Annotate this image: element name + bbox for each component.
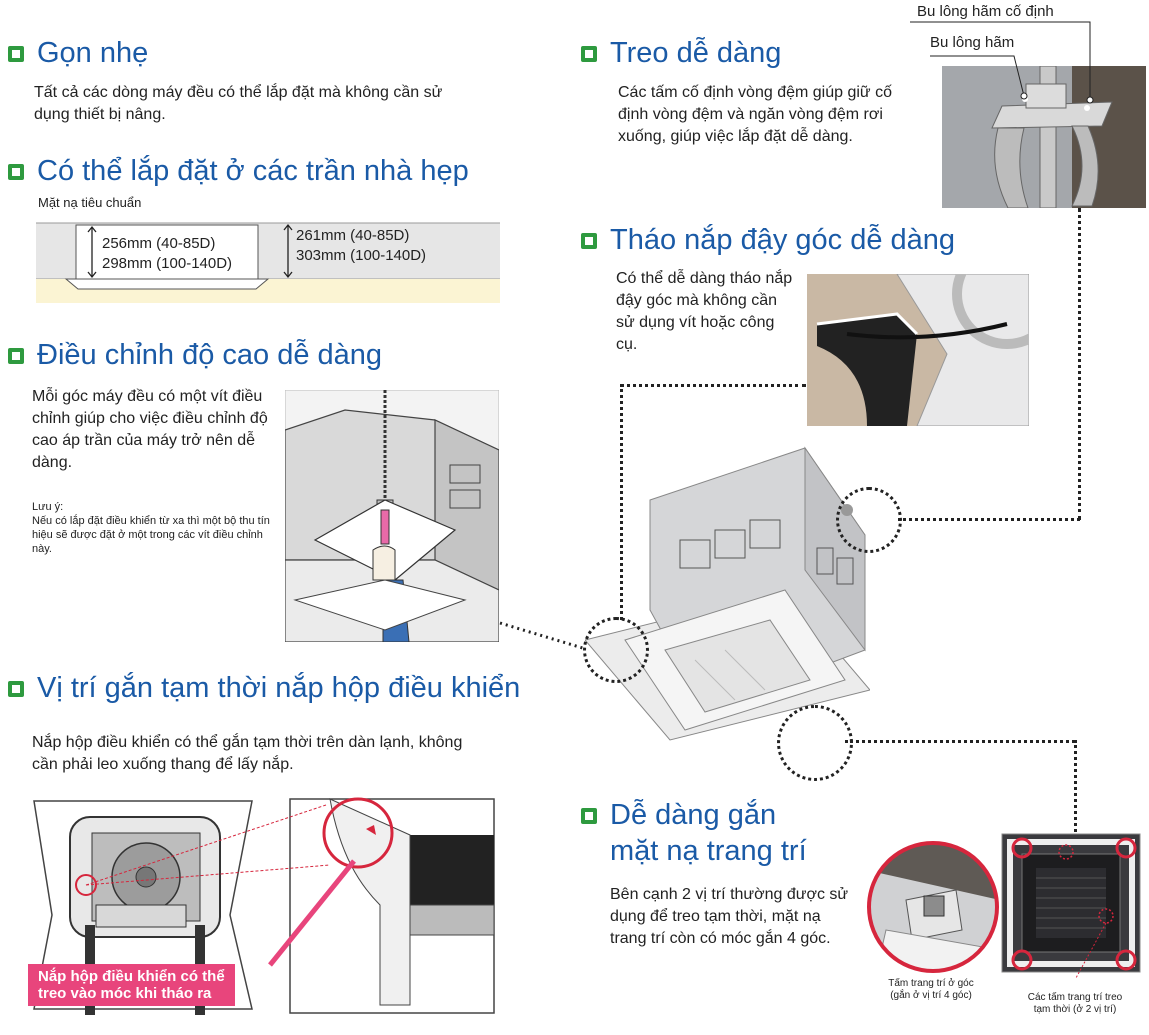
label-leader-lines — [910, 21, 1094, 104]
bullet-icon — [581, 232, 597, 249]
corner-cover-photo — [807, 274, 1029, 426]
heading-text: Vị trí gắn tạm thời nắp hộp điều khiển — [37, 672, 521, 704]
bullet-icon — [8, 347, 24, 364]
leader-corner-h — [620, 384, 806, 387]
height-adjust-illustration — [285, 390, 499, 642]
callout-control-box: Nắp hộp điều khiển có thể treo vào móc k… — [28, 964, 235, 1006]
heading-vi-tri-gan: Vị trí gắn tạm thời nắp hộp điều khiển — [8, 672, 521, 705]
heading-mat-na-line2: mặt nạ trang trí — [610, 835, 807, 867]
leader-panel-h — [845, 740, 1075, 743]
text-dieu-chinh: Mỗi góc máy đều có một vít điều chỉnh gi… — [32, 388, 268, 471]
note-title: Lưu ý: — [32, 501, 64, 513]
caption-temp: Các tấm trang trí treo tạm thời (ở 2 vị … — [1010, 992, 1140, 1016]
bullet-icon — [581, 45, 597, 62]
focus-circle-panel — [777, 705, 853, 781]
corner-closeup-photo — [867, 841, 999, 973]
caption-corner: Tấm trang trí ở góc (gắn ở vị trí 4 góc) — [866, 978, 996, 1002]
corner-caption-leader — [930, 960, 1030, 980]
leader-bolt-h — [898, 518, 1080, 521]
ceiling-diagram — [36, 222, 500, 303]
label-bu-long-ham-co-dinh: Bu lông hãm cố định — [917, 3, 1054, 20]
bullet-icon — [8, 45, 24, 62]
leader-corner-v — [620, 384, 623, 620]
bullet-icon — [8, 680, 24, 697]
text-mat-na: Bên cạnh 2 vị trí thường được sử dụng để… — [610, 886, 849, 947]
caption-corner-line-2: (gắn ở vị trí 4 góc) — [890, 990, 972, 1001]
heading-dieu-chinh: Điều chỉnh độ cao dễ dàng — [8, 339, 383, 372]
leader-panel-v — [1074, 740, 1077, 832]
dim-right-2: 303mm (100-140D) — [296, 247, 427, 264]
heading-thao-nap: Tháo nắp đậy góc dễ dàng — [581, 224, 956, 257]
callout-line-1: Nắp hộp điều khiển có thể — [38, 968, 225, 985]
panel-top-view-photo — [1001, 833, 1141, 978]
dim-left-2: 298mm (100-140D) — [102, 255, 233, 272]
heading-text: Điều chỉnh độ cao dễ dàng — [37, 339, 383, 371]
dim-left-1: 256mm (40-85D) — [102, 235, 216, 252]
dim-right-1: 261mm (40-85D) — [296, 227, 410, 244]
label-bu-long-ham: Bu lông hãm — [930, 34, 1015, 51]
heading-text: Tháo nắp đậy góc dễ dàng — [610, 224, 956, 256]
heading-gon-nhe: Gọn nhẹ — [8, 37, 149, 70]
callout-line-2: treo vào móc khi tháo ra — [38, 985, 212, 1002]
heading-mat-na: Dễ dàng gắn — [581, 799, 777, 832]
bullet-icon — [581, 807, 597, 824]
focus-circle-corner — [583, 617, 649, 683]
text-vi-tri-gan: Nắp hộp điều khiển có thể gắn tạm thời t… — [32, 734, 463, 773]
caption-temp-line-2: tạm thời (ở 2 vị trí) — [1033, 1004, 1117, 1015]
heading-text: Dễ dàng gắn — [610, 799, 777, 831]
heading-text: Có thể lắp đặt ở các trần nhà hẹp — [37, 155, 469, 187]
cassette-unit-illustration — [585, 446, 870, 741]
heading-treo: Treo dễ dàng — [581, 37, 782, 70]
heading-text: Gọn nhẹ — [37, 37, 149, 69]
bullet-icon — [8, 163, 24, 180]
caption-corner-line-1: Tấm trang trí ở góc — [888, 978, 974, 989]
leader-height-adjust — [499, 621, 587, 651]
text-gon-nhe: Tất cả các dòng máy đều có thể lắp đặt m… — [34, 84, 443, 123]
heading-tran-hep: Có thể lắp đặt ở các trần nhà hẹp — [8, 155, 469, 188]
focus-circle-bolt — [836, 487, 902, 553]
heading-text: Treo dễ dàng — [610, 37, 782, 69]
caption-mat-na-tieu-chuan: Mặt nạ tiêu chuẩn — [38, 195, 142, 210]
caption-temp-line-1: Các tấm trang trí treo — [1027, 992, 1123, 1003]
text-treo: Các tấm cố định vòng đệm giúp giữ cố địn… — [618, 84, 892, 145]
text-thao-nap: Có thể dễ dàng tháo nắp đậy góc mà không… — [616, 270, 793, 353]
leader-bolt-v — [1078, 208, 1081, 520]
bolt-photo — [942, 66, 1146, 208]
note-text: Nếu có lắp đặt điều khiển từ xa thì một … — [32, 515, 270, 555]
